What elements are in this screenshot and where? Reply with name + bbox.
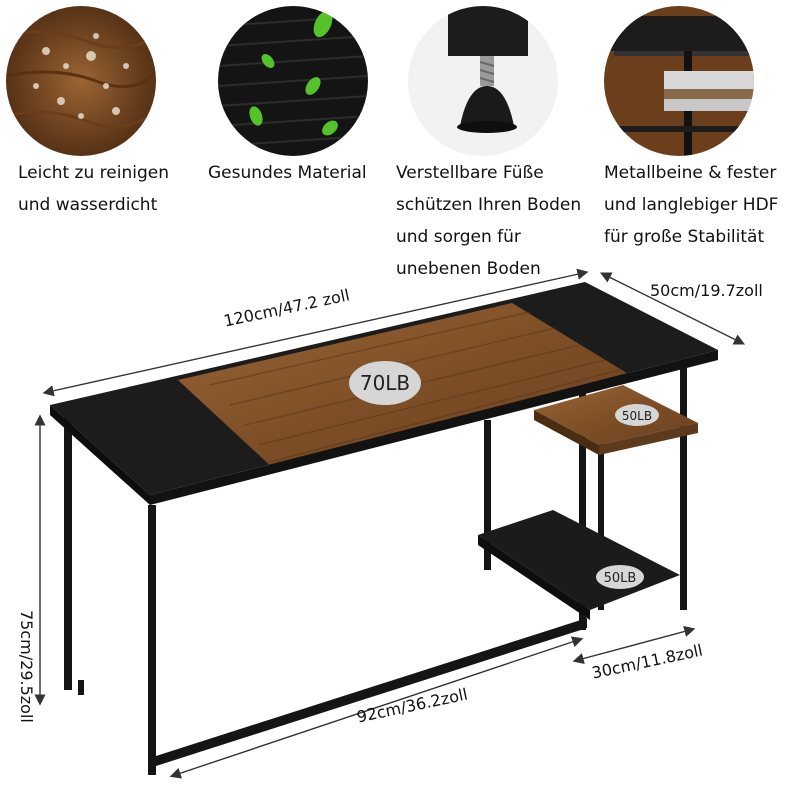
feature-caption-easy-clean: Leicht zu reinigen und wasserdicht xyxy=(18,157,169,221)
bottom-crossbar xyxy=(156,618,587,766)
feature-caption-healthy-material: Gesundes Material xyxy=(208,157,367,189)
back-left-leg xyxy=(484,420,491,570)
front-left-leg xyxy=(64,415,72,690)
adjustable-foot-icon xyxy=(408,6,558,156)
shelf-front-leg xyxy=(579,380,586,630)
shelf-inner-leg xyxy=(598,400,604,610)
metal-corner-icon xyxy=(604,6,754,156)
back-right-leg xyxy=(680,360,687,610)
depth-arrow xyxy=(599,272,746,345)
feature-line: und sorgen für xyxy=(396,227,521,247)
leaf-texture-icon xyxy=(218,6,368,156)
front-left-rear-leg xyxy=(148,505,156,775)
feature-line: Verstellbare Füße xyxy=(396,163,544,183)
feature-line: schützen Ihren Boden xyxy=(396,195,582,215)
lower-shelf-load-badge: 50LB xyxy=(596,565,644,589)
feature-line: Leicht zu reinigen xyxy=(18,163,169,183)
feature-caption-metal-legs: Metallbeine & fester und langlebiger HDF… xyxy=(604,157,778,253)
upper-shelf-load-text: 50LB xyxy=(622,409,652,423)
depth-label: 50cm/19.7zoll xyxy=(650,281,763,300)
top-load-badge: 70LB xyxy=(349,361,421,405)
feature-line: für große Stabilität xyxy=(604,227,765,247)
feature-line: und langlebiger HDF xyxy=(604,195,779,215)
height-label: 75cm/29.5zoll xyxy=(17,610,36,723)
upper-shelf-load-badge: 50LB xyxy=(615,404,659,426)
wood-texture-icon xyxy=(6,6,156,156)
feature-line: und wasserdicht xyxy=(18,195,158,215)
shelf-width-arrow xyxy=(572,626,696,664)
leg-span-arrow xyxy=(169,636,584,779)
top-load-text: 70LB xyxy=(360,371,410,395)
feature-line: Metallbeine & fester xyxy=(604,163,777,183)
width-arrow xyxy=(42,268,589,397)
feature-line: Gesundes Material xyxy=(208,163,367,183)
lower-shelf-load-text: 50LB xyxy=(604,571,637,586)
